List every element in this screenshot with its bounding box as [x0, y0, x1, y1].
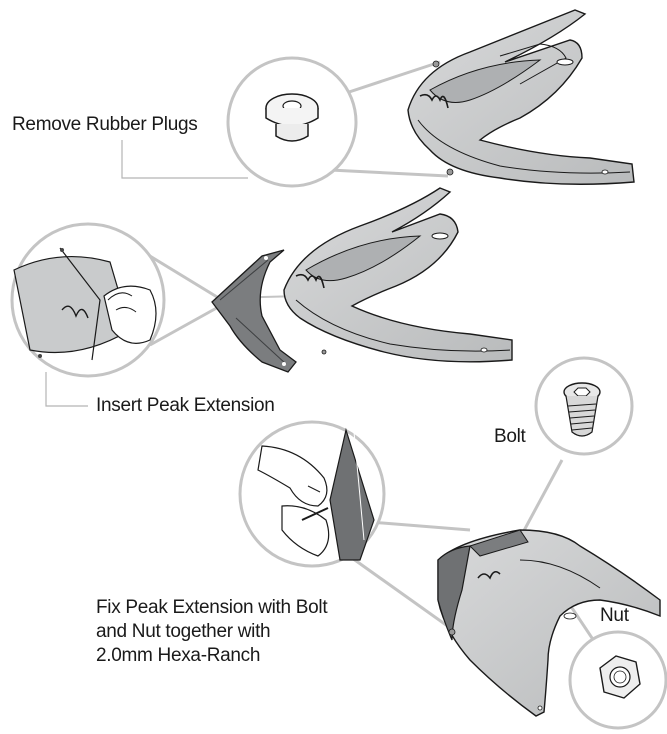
peak-extension-part — [212, 250, 296, 372]
step3-group — [240, 358, 666, 728]
step2-label: Insert Peak Extension — [96, 394, 275, 418]
step1-label: Remove Rubber Plugs — [12, 113, 197, 137]
step1-label-leader — [122, 140, 248, 178]
step3-callout-line-upper — [370, 522, 470, 530]
step1-callout-line-lower — [330, 170, 448, 176]
step3-label: Fix Peak Extension with Bolt and Nut tog… — [96, 596, 396, 668]
step3-label-line-2: and Nut together with — [96, 620, 396, 644]
bolt-label: Bolt — [494, 425, 526, 449]
visor-step2 — [284, 188, 512, 362]
step3-label-line-3: 2.0mm Hexa-Ranch — [96, 644, 396, 668]
nut-label: Nut — [600, 604, 629, 628]
step1-group — [122, 10, 634, 186]
visor-step1 — [408, 10, 634, 184]
step3-label-line-1: Fix Peak Extension with Bolt — [96, 596, 396, 620]
step2-group — [12, 188, 512, 406]
bolt-callout-line — [520, 460, 562, 538]
